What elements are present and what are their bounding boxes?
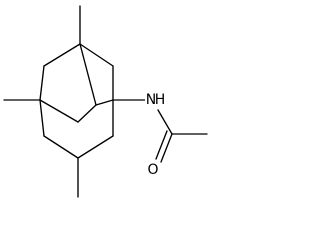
adamantane-cage bbox=[39, 43, 114, 159]
bond-top-to-inner-ch2 bbox=[79, 43, 97, 106]
carbonyl-double-bond-b bbox=[155, 130, 168, 160]
bond-lower-right-ch2-to-bottom bbox=[77, 135, 114, 159]
atom-label-nh: N H bbox=[145, 92, 165, 108]
acetamide-group bbox=[112, 99, 208, 163]
o-label-backdrop bbox=[147, 162, 159, 178]
bond-nitrogen-to-carbonyl bbox=[157, 109, 173, 135]
bond-left-to-back-ch2 bbox=[39, 99, 79, 123]
bond-inner-ch2-to-right bbox=[95, 99, 114, 106]
bond-top-to-upper-right-ch2 bbox=[79, 43, 114, 67]
nitrogen-label: N bbox=[146, 92, 156, 108]
carbonyl-double-bond-a bbox=[160, 133, 173, 163]
bond-upper-left-ch2-to-left bbox=[39, 65, 45, 101]
methyl-groups bbox=[3, 5, 81, 198]
nh-label-backdrop bbox=[145, 92, 165, 108]
oxygen-label: O bbox=[147, 162, 158, 178]
bond-top-to-upper-left-ch2 bbox=[43, 43, 81, 67]
bond-left-to-lower-left-ch2 bbox=[39, 99, 45, 137]
chemical-structure-diagram: N H O bbox=[3, 5, 208, 198]
atom-label-o: O bbox=[147, 162, 159, 178]
bond-back-ch2-to-inner-ch2 bbox=[77, 104, 97, 123]
bond-lower-left-ch2-to-bottom bbox=[43, 135, 79, 159]
hydrogen-label: H bbox=[155, 92, 166, 108]
